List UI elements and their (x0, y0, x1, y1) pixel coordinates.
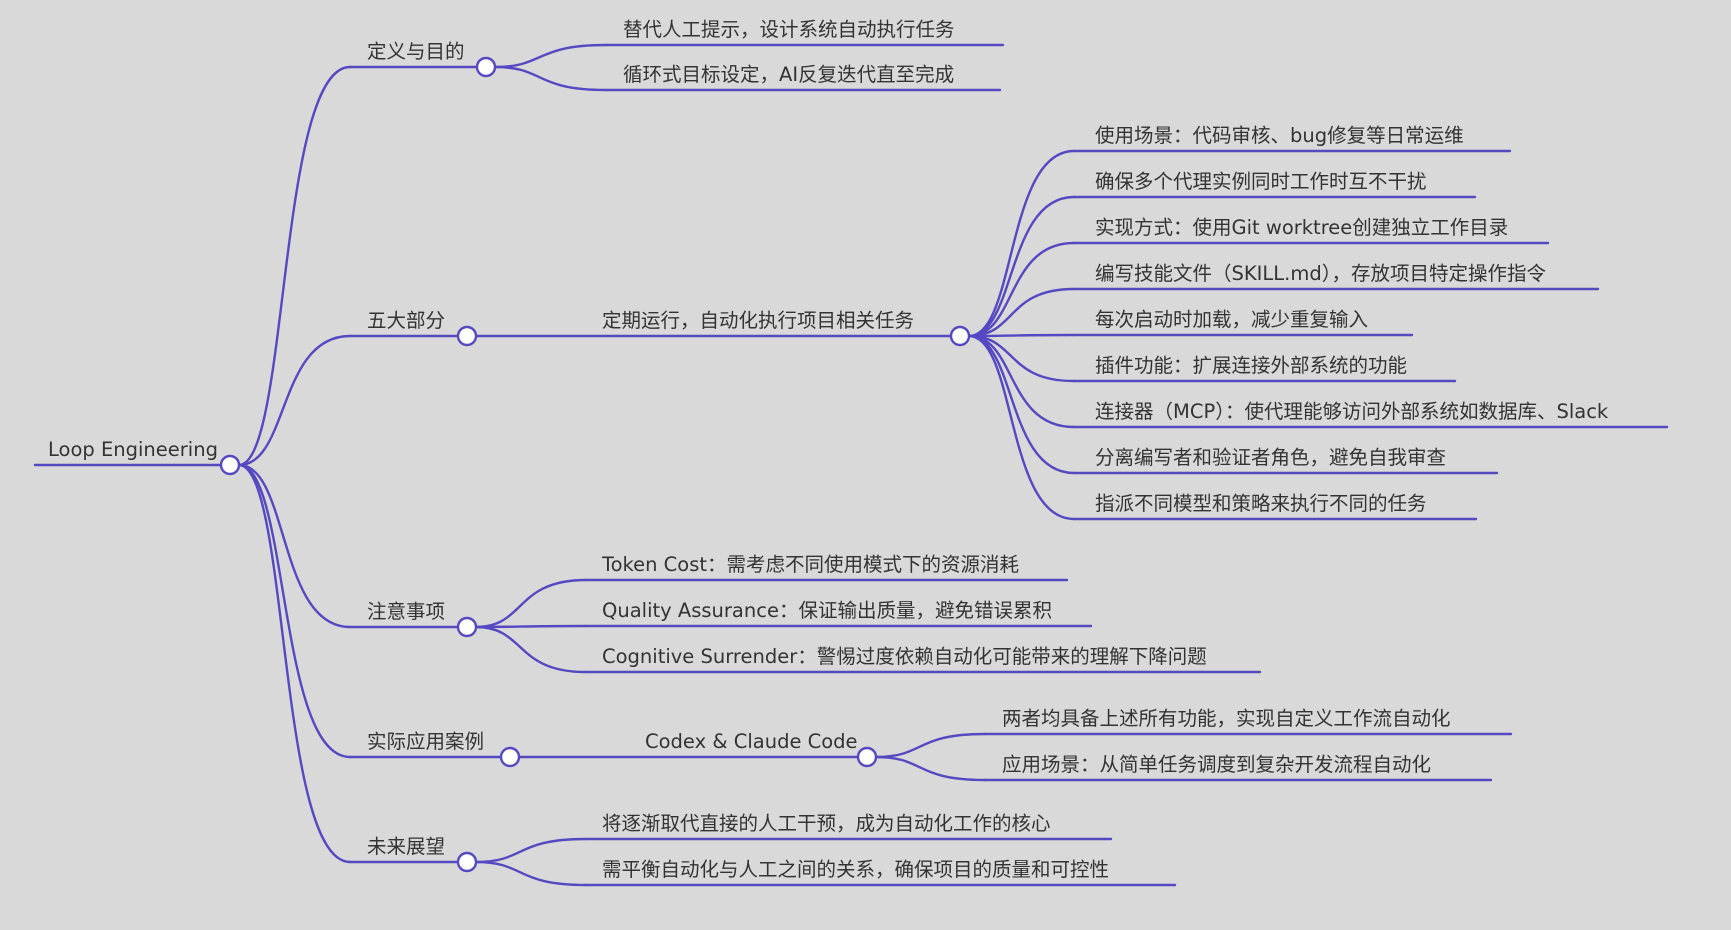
branch-line-3-0-1 (874, 755, 987, 782)
node-0-collapse-toggle[interactable] (475, 56, 497, 78)
branch-line-0-1 (493, 65, 608, 92)
branch-line-2-2 (474, 625, 588, 674)
branch-line-2 (237, 463, 352, 629)
node-3-label[interactable]: 实际应用案例 (367, 730, 484, 753)
branch-line-4 (237, 463, 352, 864)
node-2-1-label[interactable]: Quality Assurance：保证输出质量，避免错误累积 (602, 599, 1052, 622)
node-4-1-label[interactable]: 需平衡自动化与人工之间的关系，确保项目的质量和可控性 (602, 858, 1109, 881)
node-1-0-7-label[interactable]: 分离编写者和验证者角色，避免自我审查 (1095, 446, 1446, 469)
node-4-collapse-toggle[interactable] (456, 851, 478, 873)
node-4-0-label[interactable]: 将逐渐取代直接的人工干预，成为自动化工作的核心 (602, 812, 1051, 835)
node-1-collapse-toggle[interactable] (456, 325, 478, 347)
branch-line-3-0-0 (874, 732, 987, 759)
node-2-2-label[interactable]: Cognitive Surrender：警惕过度依赖自动化可能带来的理解下降问题 (602, 645, 1207, 668)
branch-line-1-0-6 (967, 334, 1076, 429)
node-0-0-label[interactable]: 替代人工提示，设计系统自动执行任务 (623, 18, 955, 41)
branch-line-0 (237, 65, 352, 467)
branch-line-1-0-8 (967, 334, 1076, 521)
branch-line-1-0-5 (967, 334, 1076, 383)
node-1-0-4-label[interactable]: 每次启动时加载，减少重复输入 (1095, 308, 1368, 331)
node-3-0-0-label[interactable]: 两者均具备上述所有功能，实现自定义工作流自动化 (1002, 707, 1451, 730)
node-1-0-0-label[interactable]: 使用场景：代码审核、bug修复等日常运维 (1095, 124, 1464, 147)
node-1-label[interactable]: 五大部分 (367, 309, 445, 332)
root-node-collapse-toggle[interactable] (219, 454, 241, 476)
node-1-0-5-label[interactable]: 插件功能：扩展连接外部系统的功能 (1095, 354, 1407, 377)
node-0-label[interactable]: 定义与目的 (367, 40, 465, 63)
node-2-0-label[interactable]: Token Cost：需考虑不同使用模式下的资源消耗 (601, 553, 1019, 576)
node-3-0-1-label[interactable]: 应用场景：从简单任务调度到复杂开发流程自动化 (1002, 753, 1431, 776)
branch-line-2-0 (474, 578, 588, 629)
node-1-0-label[interactable]: 定期运行，自动化执行项目相关任务 (602, 309, 914, 332)
branch-line-1-0-4 (967, 333, 1076, 338)
node-3-0-collapse-toggle[interactable] (856, 746, 878, 768)
node-0-1-label[interactable]: 循环式目标设定，AI反复迭代直至完成 (623, 63, 954, 86)
branch-line-4-1 (474, 860, 588, 887)
branch-line-1-0-0 (967, 149, 1076, 338)
branch-line-3 (237, 463, 352, 759)
branch-lines (33, 43, 1669, 887)
node-3-collapse-toggle[interactable] (499, 746, 521, 768)
node-2-label[interactable]: 注意事项 (367, 600, 445, 623)
node-1-0-8-label[interactable]: 指派不同模型和策略来执行不同的任务 (1095, 492, 1427, 515)
node-1-0-collapse-toggle[interactable] (949, 325, 971, 347)
nodes: Loop Engineering 定义与目的 替代人工提示，设计系统自动执行任务循环… (48, 18, 1609, 881)
branch-line-1 (237, 334, 352, 467)
branch-line-1-0-2 (967, 241, 1076, 338)
branch-line-1-0-3 (967, 287, 1076, 338)
node-3-0-label[interactable]: Codex & Claude Code (645, 730, 858, 753)
root-node-label[interactable]: Loop Engineering (48, 438, 218, 461)
branch-line-1-0-1 (967, 195, 1076, 338)
node-1-0-6-label[interactable]: 连接器（MCP）：使代理能够访问外部系统如数据库、Slack (1095, 400, 1609, 423)
node-1-0-3-label[interactable]: 编写技能文件（SKILL.md），存放项目特定操作指令 (1095, 262, 1546, 285)
node-2-collapse-toggle[interactable] (456, 616, 478, 638)
branch-line-0-0 (493, 43, 608, 69)
node-1-0-1-label[interactable]: 确保多个代理实例同时工作时互不干扰 (1095, 170, 1427, 193)
branch-line-2-1 (474, 624, 588, 629)
node-1-0-2-label[interactable]: 实现方式：使用Git worktree创建独立工作目录 (1095, 216, 1508, 239)
branch-line-4-0 (474, 837, 588, 864)
node-4-label[interactable]: 未来展望 (367, 835, 445, 858)
branch-line-1-0-7 (967, 334, 1076, 475)
